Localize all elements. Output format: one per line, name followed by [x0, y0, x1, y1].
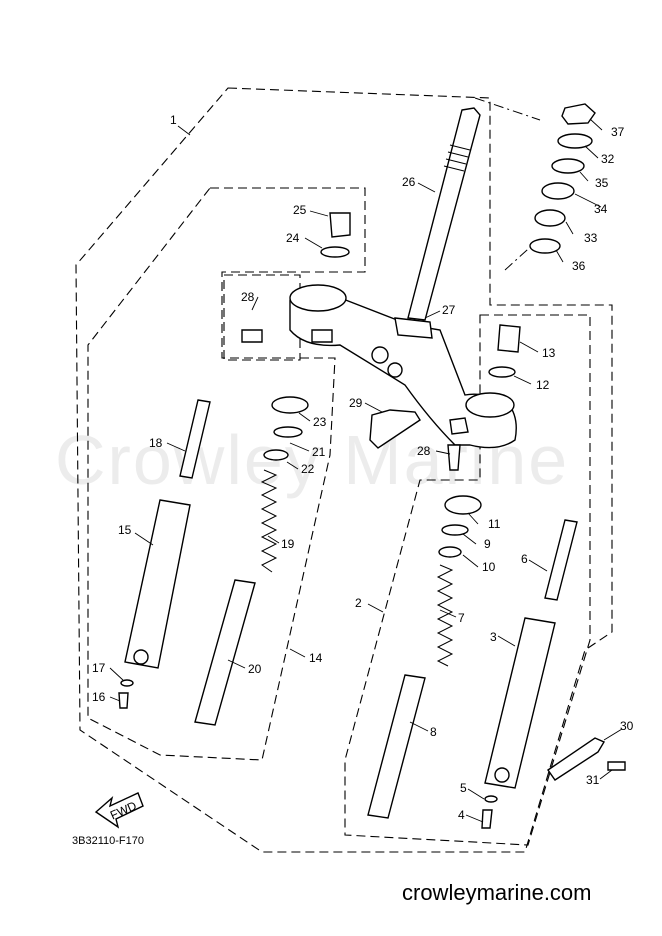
- callout-31: 31: [586, 773, 600, 787]
- oil-seal-23: [271, 396, 309, 414]
- callout-36: 36: [572, 259, 586, 273]
- hose-holder-29: [369, 409, 421, 449]
- steering-bearing-stack: [529, 103, 596, 254]
- callout-7: 7: [458, 611, 465, 625]
- callout-20: 20: [248, 662, 262, 676]
- left-fork-parts: [118, 212, 351, 726]
- callout-2: 2: [355, 596, 362, 610]
- callout-15: 15: [118, 523, 132, 537]
- callout-33: 33: [584, 231, 598, 245]
- callout-24: 24: [286, 231, 300, 245]
- bearing-race-34: [541, 182, 575, 200]
- callout-35: 35: [595, 176, 609, 190]
- bracket-outline-28: [223, 274, 301, 361]
- bolt-16: [118, 692, 129, 709]
- ball-bearing-36: [529, 238, 561, 254]
- callout-29: 29: [349, 396, 363, 410]
- callout-6: 6: [521, 552, 528, 566]
- callout-23: 23: [313, 415, 327, 429]
- callout-26: 26: [402, 175, 416, 189]
- washer-10: [438, 546, 462, 558]
- inner-tube-8: [367, 674, 426, 819]
- callout-9: 9: [484, 537, 491, 551]
- steering-stem: [407, 107, 481, 321]
- callout-28-left: 28: [241, 290, 255, 304]
- group-outline-1: [75, 87, 613, 853]
- outer-tube-15: [124, 499, 191, 669]
- callout-21: 21: [312, 445, 326, 459]
- callout-17: 17: [92, 661, 106, 675]
- outer-tube-3: [484, 617, 556, 789]
- bearing-race-32: [557, 133, 593, 149]
- washer-22: [263, 449, 289, 461]
- bearing-race-33: [534, 209, 566, 227]
- callout-3: 3: [490, 630, 497, 644]
- oil-seal-11: [444, 495, 482, 515]
- leader-lines: [109, 118, 623, 823]
- bolt-31: [607, 761, 626, 771]
- callout-14: 14: [309, 651, 323, 665]
- group-outline-14: [87, 187, 366, 761]
- spring-7: [436, 564, 454, 667]
- callout-27: 27: [442, 303, 456, 317]
- gasket-17: [120, 679, 134, 687]
- gasket-5: [484, 795, 498, 803]
- cap-bolt-25: [329, 212, 351, 238]
- cap-bolt-13: [497, 324, 521, 353]
- callout-11: 11: [488, 517, 501, 531]
- callout-13: 13: [542, 346, 556, 360]
- bolt-28-right: [447, 444, 461, 471]
- callouts: 1 2 3 4 5 6 7 8 9 10 11 12 13 14 15 16 1…: [92, 113, 634, 822]
- callout-18: 18: [149, 436, 163, 450]
- callout-5: 5: [460, 781, 467, 795]
- forward-arrow: FWD: [94, 792, 144, 829]
- callout-16: 16: [92, 690, 106, 704]
- callout-22: 22: [301, 462, 315, 476]
- callout-10: 10: [482, 560, 496, 574]
- bolt-28-left: [241, 329, 263, 343]
- ring-nut: [561, 103, 596, 125]
- o-ring-24: [320, 246, 350, 258]
- diagram-code: 3B32110-F170: [72, 835, 144, 847]
- website-link[interactable]: crowleymarine.com: [402, 880, 592, 905]
- brake-hose-guide-30: [547, 737, 606, 781]
- bolt-4: [481, 809, 493, 829]
- damper-rod-6: [544, 519, 578, 601]
- clip-9: [441, 524, 469, 536]
- o-ring-12: [488, 366, 516, 378]
- inner-tube-20: [194, 579, 256, 726]
- spring-19: [260, 469, 278, 573]
- lower-bracket: [289, 284, 517, 449]
- callout-25: 25: [293, 203, 307, 217]
- ball-bearing-35: [551, 158, 585, 174]
- forward-arrow-label: FWD: [108, 798, 139, 822]
- callout-19: 19: [281, 537, 295, 551]
- callout-32: 32: [601, 152, 615, 166]
- callout-8: 8: [430, 725, 437, 739]
- callout-12: 12: [536, 378, 550, 392]
- callout-1: 1: [170, 113, 177, 127]
- callout-30: 30: [620, 719, 634, 733]
- right-fork-parts: [367, 324, 626, 829]
- callout-4: 4: [458, 808, 465, 822]
- group-outline-2: [344, 314, 591, 846]
- damper-rod-18: [179, 399, 211, 479]
- steering-bearing-centerline: [474, 97, 541, 271]
- callout-34: 34: [594, 202, 608, 216]
- callout-28-right: 28: [417, 444, 431, 458]
- callout-37: 37: [611, 125, 625, 139]
- clip-21: [273, 426, 303, 438]
